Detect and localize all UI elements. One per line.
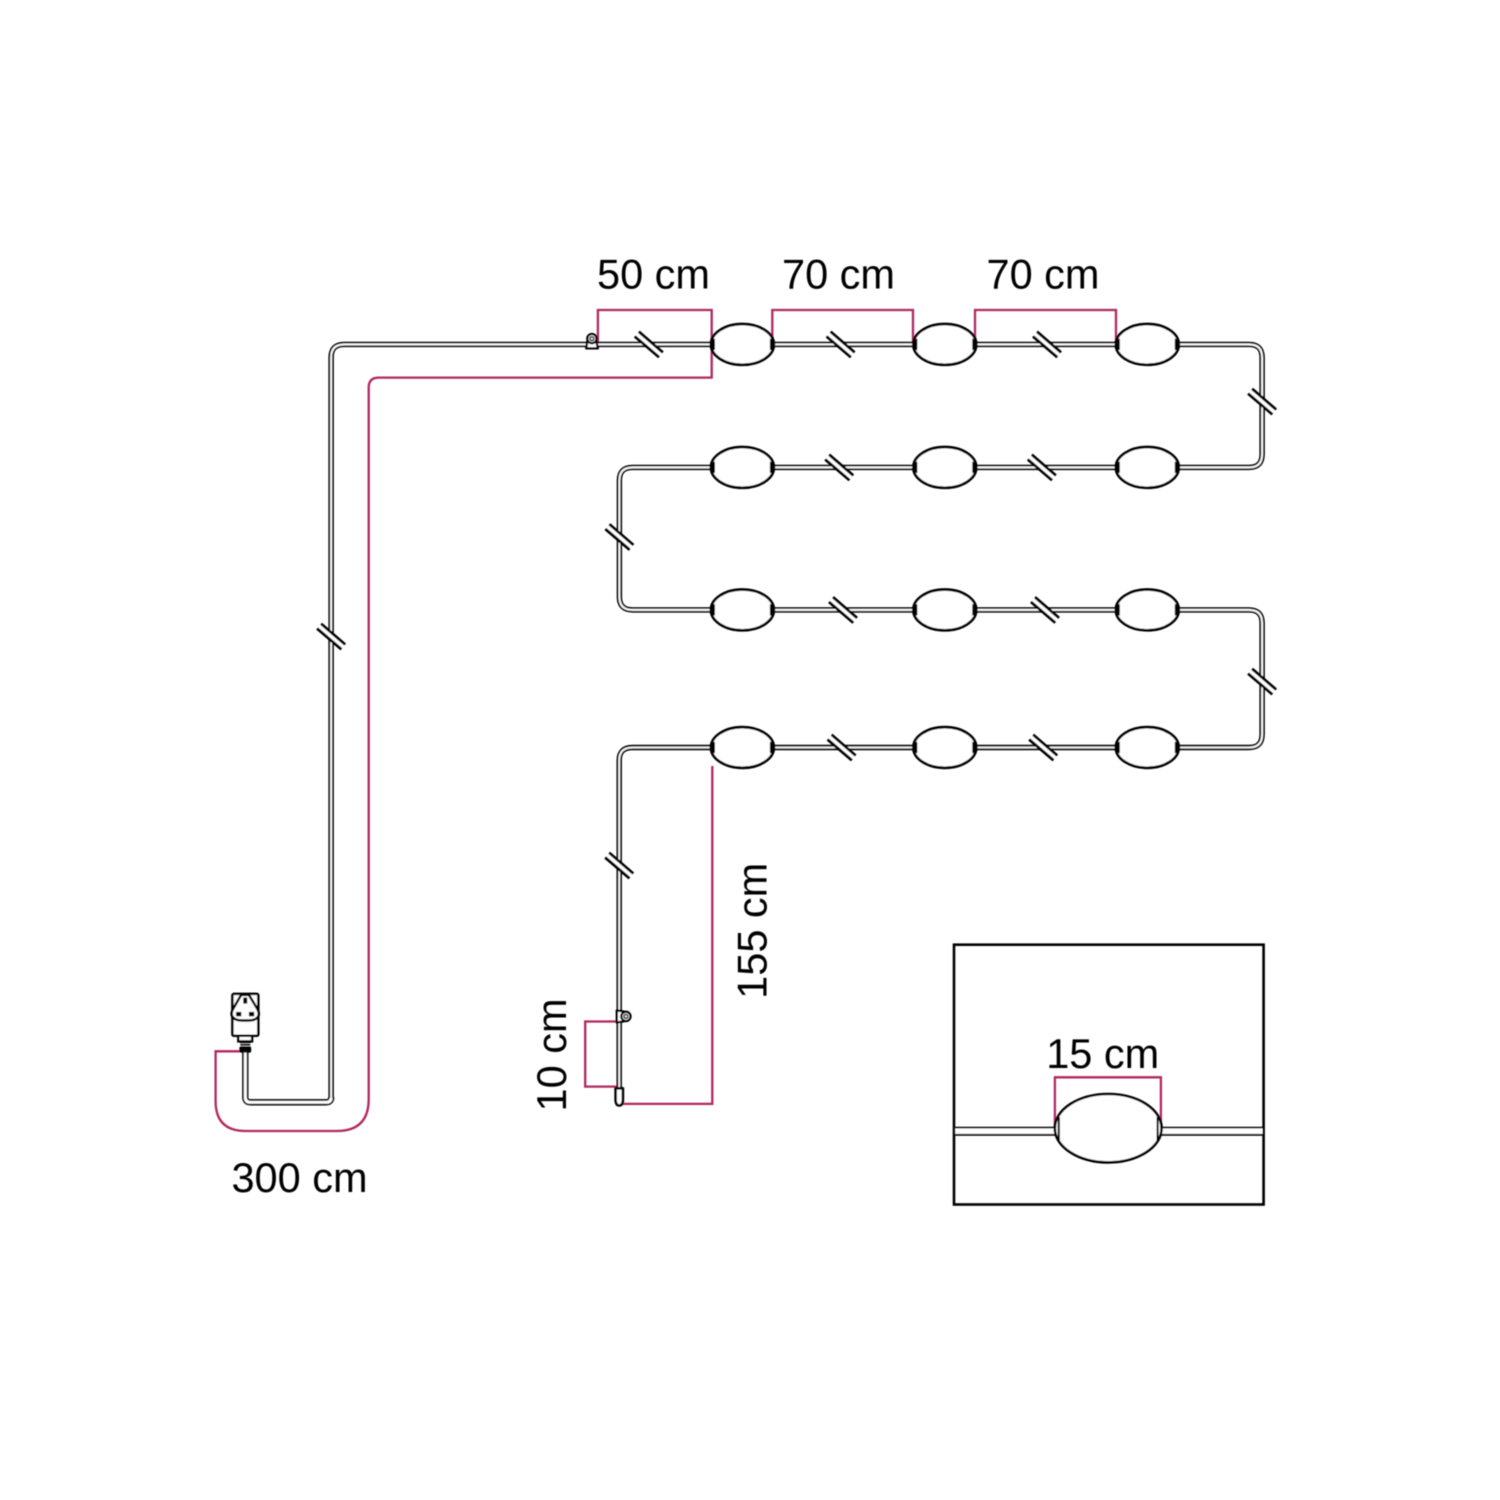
svg-text:70 cm: 70 cm xyxy=(986,251,1099,298)
svg-text:300 cm: 300 cm xyxy=(231,1154,367,1201)
svg-text:10 cm: 10 cm xyxy=(528,998,575,1111)
svg-text:15 cm: 15 cm xyxy=(1046,1030,1159,1077)
svg-text:50 cm: 50 cm xyxy=(597,251,710,298)
svg-text:155 cm: 155 cm xyxy=(729,863,776,999)
svg-text:70 cm: 70 cm xyxy=(782,251,895,298)
